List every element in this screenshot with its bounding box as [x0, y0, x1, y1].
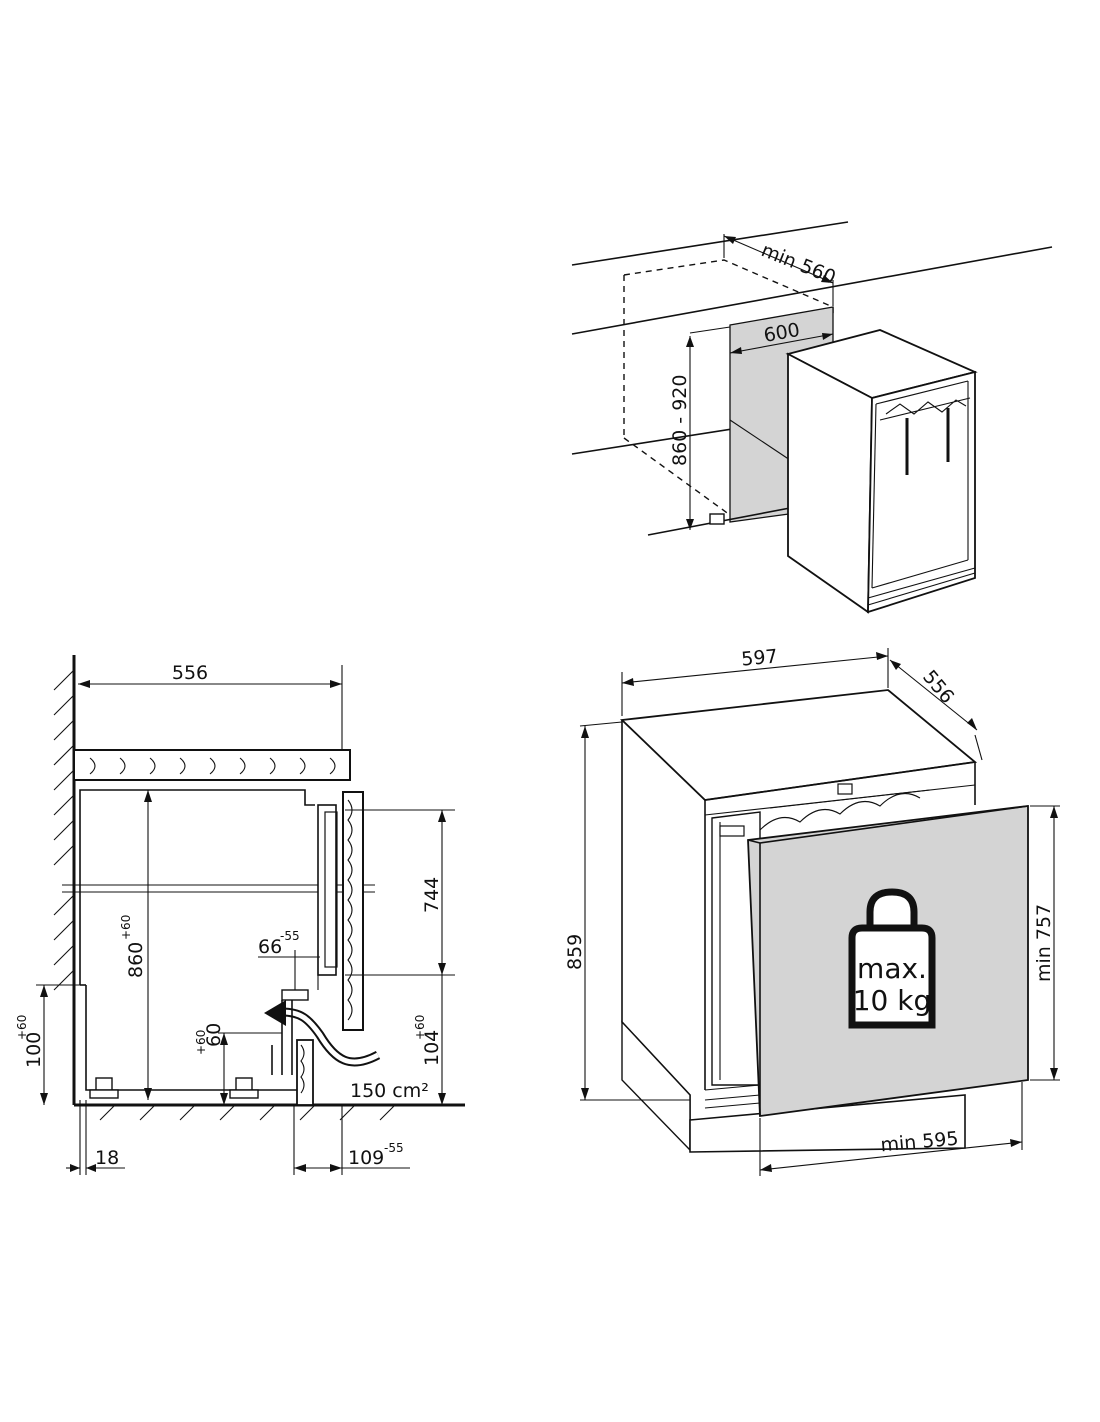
side-section-view: 556 860 +60 744 66 -55 100 +60 60 +60: [15, 655, 465, 1175]
width-label: 597: [740, 645, 778, 670]
appliance-height-tol: +60: [119, 915, 133, 940]
lower-gap-tol: +60: [413, 1015, 427, 1040]
niche-height-label: 860 - 920: [669, 375, 691, 466]
depth-label-front: 556: [918, 666, 958, 708]
vent-height-label: 60: [203, 1023, 225, 1047]
depth-label: 556: [172, 662, 208, 684]
recess-label: 66: [258, 936, 282, 958]
plinth-depth-label: 109: [348, 1147, 384, 1169]
lower-gap-label: 104: [421, 1030, 443, 1066]
weight-line1: max.: [857, 952, 927, 985]
wall-gap-label: 18: [95, 1147, 119, 1169]
vent-area-label: 150 cm²: [350, 1080, 429, 1102]
height-label: 859: [564, 934, 586, 970]
appliance-height-label: 860: [125, 942, 147, 978]
vent-height-tol: +60: [194, 1030, 208, 1055]
front-perspective-view: max. 10 kg 597 556 859 min 757: [564, 645, 1060, 1176]
weight-line2: 10 kg: [853, 984, 932, 1017]
niche-perspective-view: min 560 600 860 - 920: [571, 221, 1053, 614]
niche-depth-label: min 560: [758, 239, 839, 289]
plinth-height-label: 100: [23, 1032, 45, 1068]
door-height-front-label: min 757: [1033, 904, 1055, 982]
door-height-label: 744: [421, 877, 443, 913]
plinth-height-tol: +60: [15, 1015, 29, 1040]
recess-tol: -55: [280, 929, 300, 943]
plinth-depth-tol: -55: [384, 1141, 404, 1155]
